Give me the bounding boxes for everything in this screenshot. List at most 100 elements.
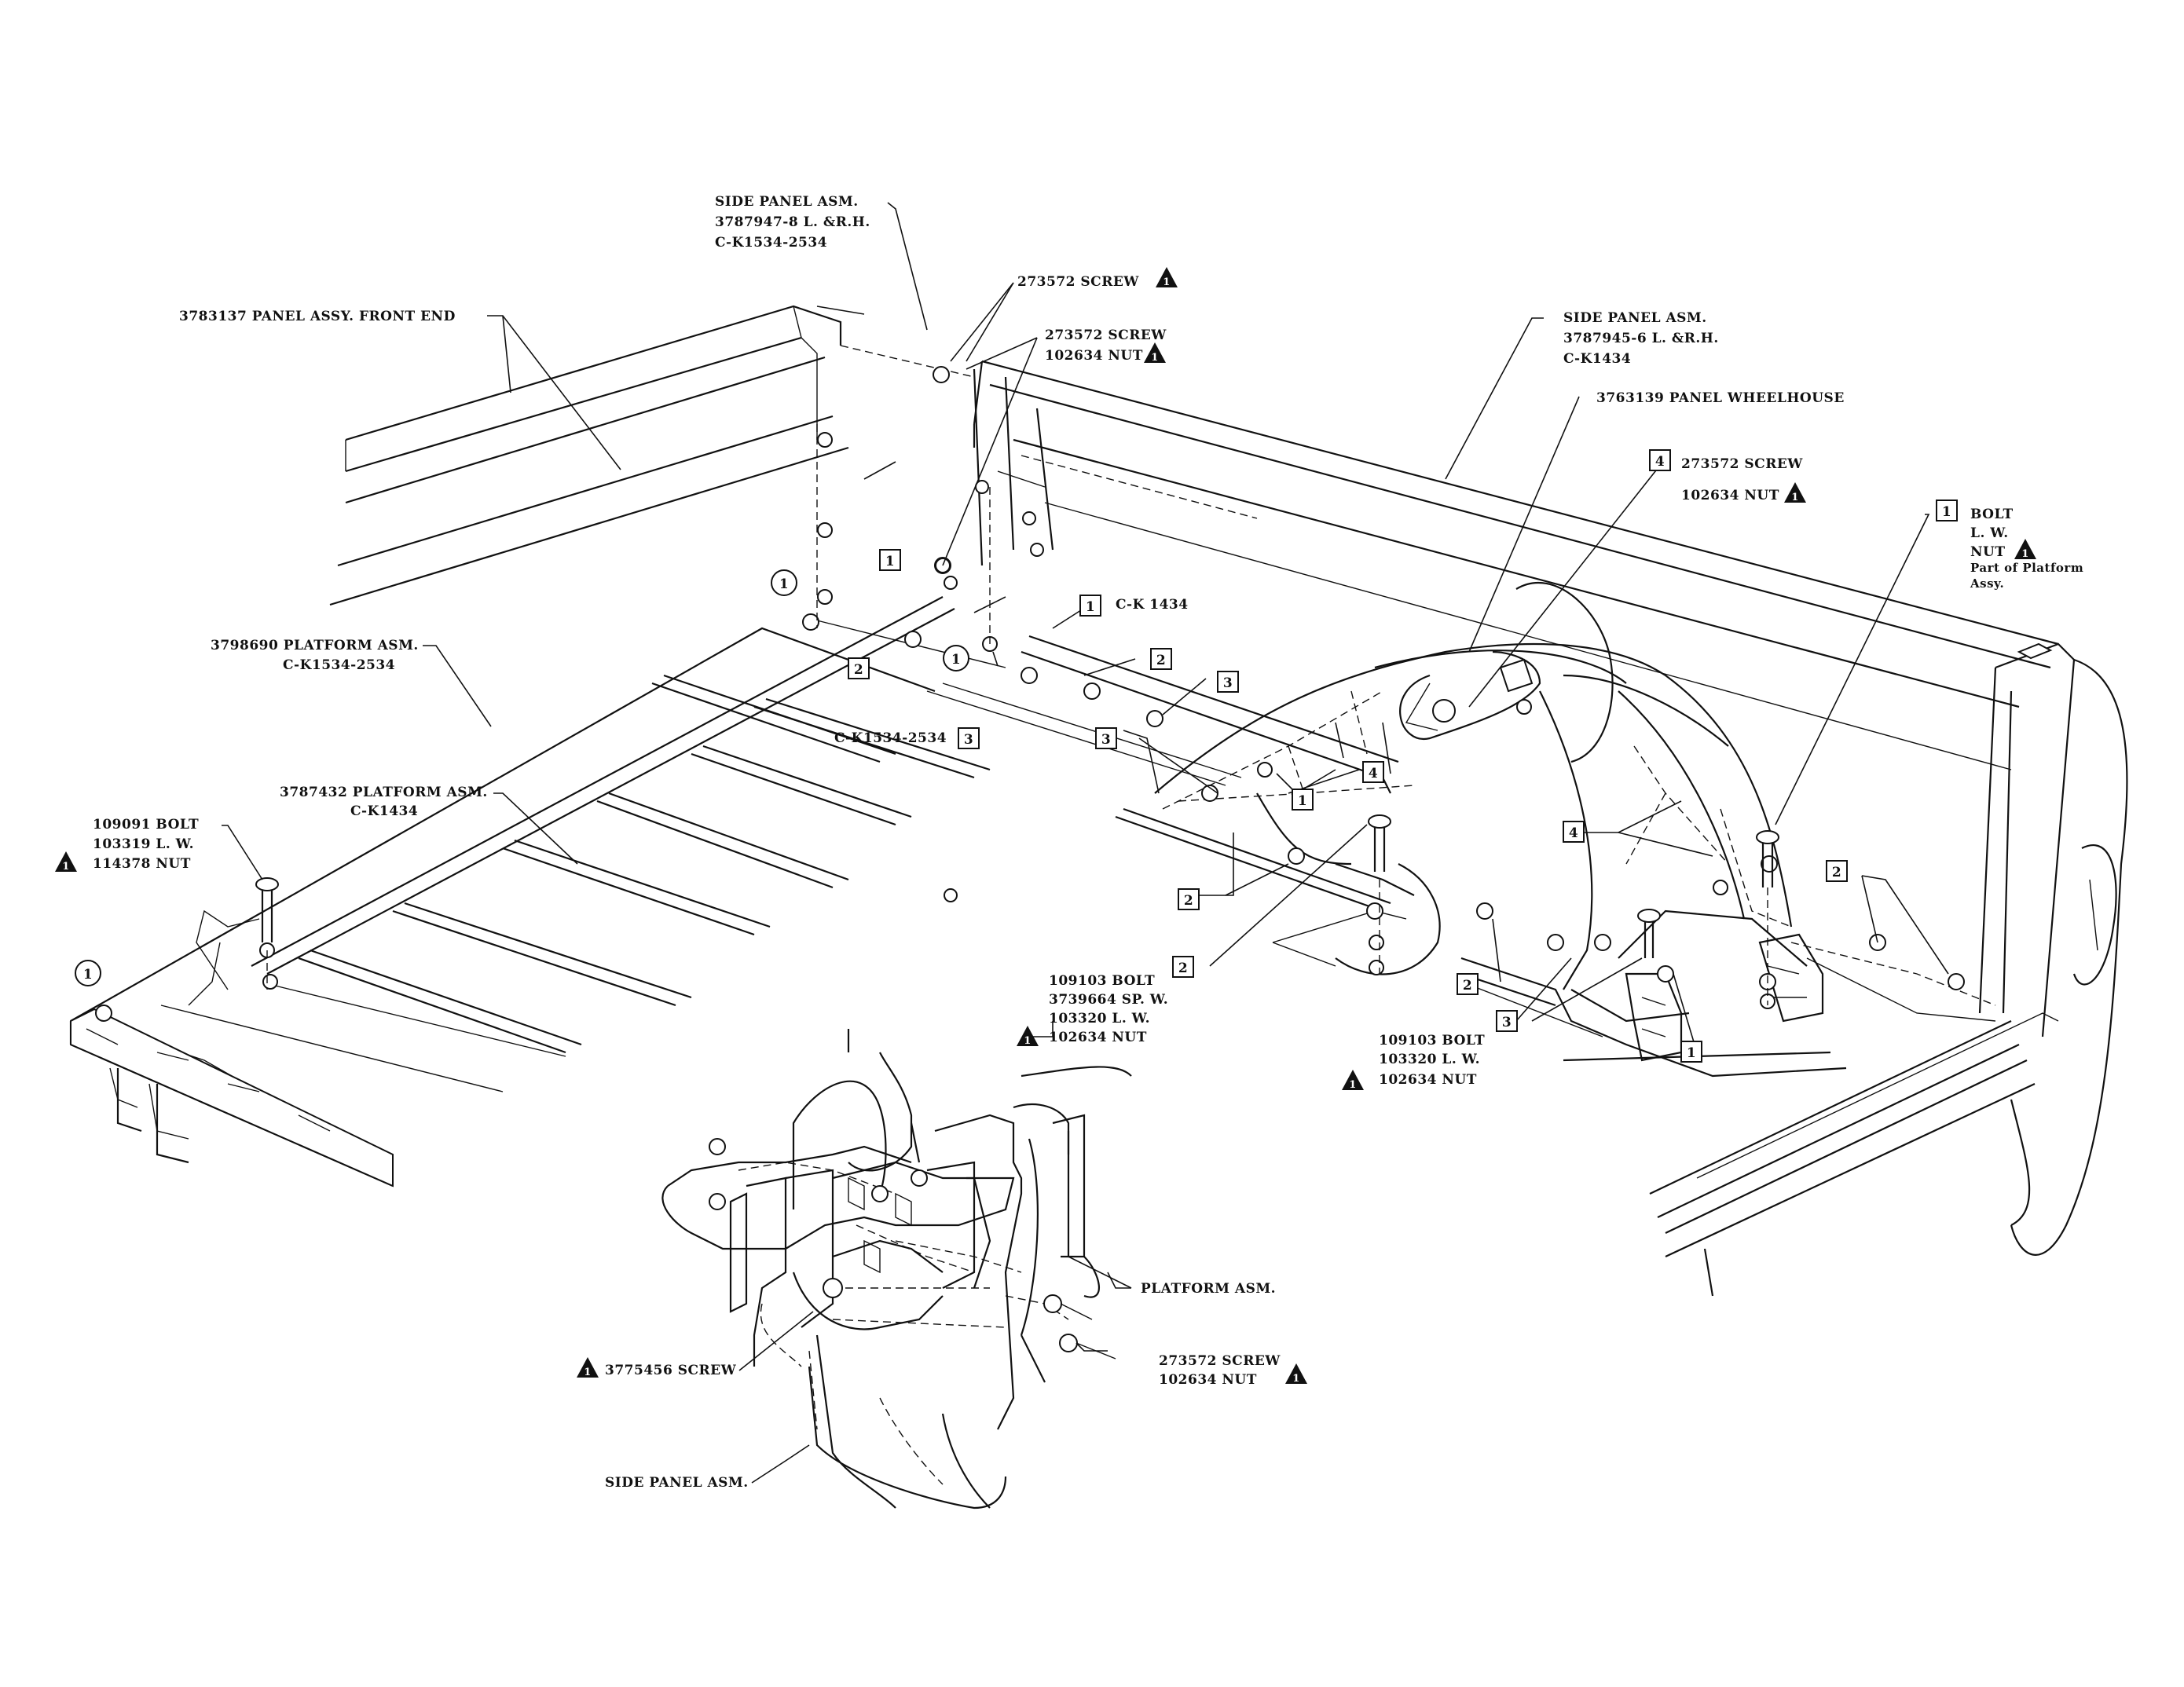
callout-3-a: 3: [1217, 671, 1239, 693]
label-nut-e: 102634 NUT: [1159, 1372, 1257, 1388]
label-platform-3787432: 3787432 PLATFORM ASM.: [280, 785, 488, 800]
svg-text:3: 3: [1101, 732, 1111, 748]
circled-one-icon: 1: [75, 960, 101, 986]
callout-1-e: 1: [1680, 1041, 1702, 1063]
label-platform-3798690-model: C-K1534-2534: [283, 657, 395, 673]
svg-text:2: 2: [1832, 865, 1841, 880]
label-bolt-l: 109091 BOLT: [93, 817, 199, 833]
callout-2-f: 2: [1457, 973, 1479, 995]
label-side-panel-r: SIDE PANEL ASM.: [1563, 310, 1707, 326]
rear-corner-post: [1978, 642, 2128, 1256]
callout-4-b: 4: [1649, 449, 1671, 471]
warning-triangle-icon: [1144, 342, 1166, 364]
svg-text:3: 3: [1502, 1015, 1512, 1030]
svg-text:2: 2: [854, 662, 863, 678]
svg-text:2: 2: [1178, 961, 1188, 976]
svg-text:1: 1: [1942, 504, 1951, 520]
label-bolt-r-assy: Assy.: [1970, 576, 2004, 591]
label-ck1534-a: C-K1534-2534: [834, 730, 947, 746]
label-side-panel-r-pn: 3787945-6 L. &R.H.: [1563, 331, 1719, 346]
svg-text:2: 2: [1463, 978, 1472, 994]
label-side-panel-bottom: SIDE PANEL ASM.: [605, 1475, 749, 1491]
svg-text:2: 2: [1184, 893, 1193, 909]
label-bolt-r: BOLT: [1970, 507, 2014, 522]
callout-4-c: 4: [1563, 821, 1585, 843]
label-side-panel-lr-model: C-K1534-2534: [715, 235, 827, 251]
circled-one-icon: 1: [771, 569, 797, 596]
circled-one-icons: 1 1 1: [75, 569, 969, 986]
warning-triangle-icon: [1342, 1070, 1364, 1091]
svg-text:1: 1: [779, 576, 789, 592]
label-side-panel-lr-pn: 3787947-8 L. &R.H.: [715, 214, 870, 230]
platform-floor: [69, 596, 1399, 1187]
callout-2-c: 2: [1826, 860, 1848, 882]
label-nut-c: 102634 NUT: [1681, 488, 1779, 503]
callout-1-c: 1: [1292, 789, 1314, 811]
wheelhouse-panel: [1154, 581, 1808, 1023]
label-bolt-rr-lw: 103320 L. W.: [1379, 1052, 1480, 1067]
label-bolt-r-part: Part of Platform: [1970, 561, 2083, 575]
svg-text:1: 1: [1086, 599, 1095, 615]
label-bolt-l-lw: 103319 L. W.: [93, 836, 194, 852]
warning-triangle-icon: [55, 851, 77, 873]
label-bolt-rr-nut: 102634 NUT: [1379, 1072, 1477, 1088]
label-screw-b: 273572 SCREW: [1045, 328, 1167, 343]
label-screw-c: 273572 SCREW: [1681, 456, 1803, 472]
svg-text:1: 1: [1298, 793, 1307, 809]
callout-2-e: 2: [1172, 956, 1194, 978]
label-platform-3787432-model: C-K1434: [350, 803, 418, 819]
callout-3-c: 3: [1095, 727, 1117, 749]
label-bolt-r-nut: NUT: [1970, 544, 2006, 560]
callout-1-b: 1: [1079, 595, 1101, 617]
callout-2-b: 2: [1150, 648, 1172, 670]
svg-text:3: 3: [1223, 675, 1233, 691]
label-bolt-c-lw: 103320 L. W.: [1049, 1011, 1150, 1026]
callout-1-d: 1: [1936, 500, 1958, 521]
label-bolt-c: 109103 BOLT: [1049, 973, 1155, 989]
svg-text:1: 1: [83, 967, 93, 983]
right-side-panel: [973, 360, 2059, 770]
callout-3-d: 3: [1496, 1010, 1518, 1032]
label-screw-e: 273572 SCREW: [1159, 1353, 1281, 1369]
label-bolt-c-nut: 102634 NUT: [1049, 1030, 1147, 1045]
label-bolt-rr: 109103 BOLT: [1379, 1033, 1485, 1048]
inset-detail: [661, 1029, 1132, 1510]
label-wheelhouse: 3763139 PANEL WHEELHOUSE: [1596, 390, 1845, 406]
label-platform-asm: PLATFORM ASM.: [1141, 1281, 1276, 1297]
label-ck1434-a: C-K 1434: [1116, 597, 1189, 613]
warning-triangle-icon: [2014, 539, 2036, 560]
label-bolt-c-spw: 3739664 SP. W.: [1049, 992, 1168, 1008]
label-front-end-panel: 3783137 PANEL ASSY. FRONT END: [179, 309, 456, 324]
circled-one-icon: 1: [943, 645, 969, 672]
label-screw-a: 273572 SCREW: [1017, 274, 1139, 290]
label-nut-b: 102634 NUT: [1045, 348, 1143, 364]
warning-triangle-icon: [577, 1357, 599, 1378]
label-side-panel-lr: SIDE PANEL ASM.: [715, 194, 859, 210]
callouts: 1 2 1 2 3 3 3 1 4 4 1 4 2 2 2 2 3 1: [848, 449, 1958, 1063]
left-side-rail: [1649, 1012, 2059, 1297]
svg-text:1: 1: [885, 554, 895, 569]
label-side-panel-r-model: C-K1434: [1563, 351, 1631, 367]
svg-text:2: 2: [1156, 653, 1166, 668]
callout-2-a: 2: [848, 657, 870, 679]
floor-ribs: [160, 596, 1399, 1092]
warning-triangle-icon: [1156, 267, 1178, 288]
fasteners: [95, 366, 1965, 1022]
callout-1-a: 1: [879, 549, 901, 571]
label-bolt-l-nut: 114378 NUT: [93, 856, 191, 872]
svg-text:1: 1: [951, 652, 961, 668]
warning-triangle-icon: [1784, 482, 1806, 503]
svg-text:4: 4: [1569, 825, 1578, 841]
front-end-panel: [329, 305, 975, 606]
callout-2-d: 2: [1178, 888, 1200, 910]
cross-sill: [1460, 933, 1996, 1078]
label-screw-d: 3775456 SCREW: [605, 1363, 737, 1378]
warning-triangle-icon: [1285, 1363, 1307, 1385]
svg-text:4: 4: [1369, 766, 1378, 781]
svg-text:3: 3: [964, 732, 973, 748]
label-bolt-r-lw: L. W.: [1970, 525, 2009, 541]
callout-4-a: 4: [1362, 761, 1384, 783]
callout-3-b: 3: [958, 727, 980, 749]
labels: SIDE PANEL ASM. 3787947-8 L. &R.H. C-K15…: [55, 194, 2083, 1491]
